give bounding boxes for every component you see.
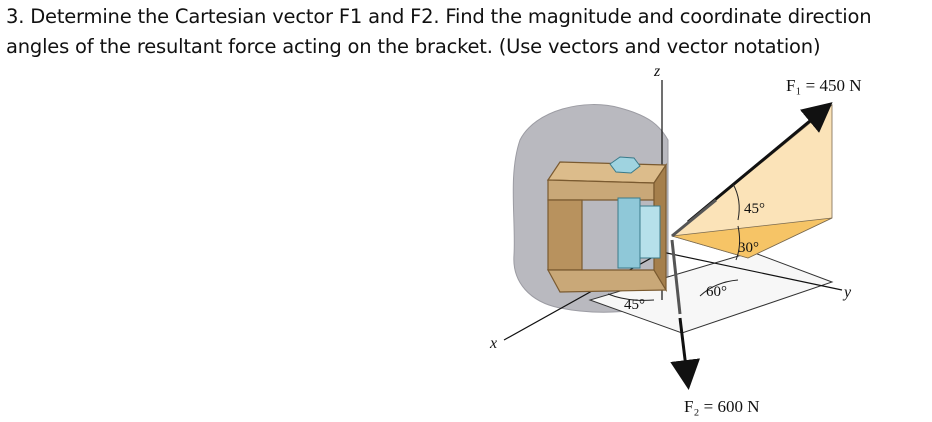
angle-arc-45-upper [732,183,740,221]
angle-60-label: 60° [706,284,727,300]
angle-arc-60 [699,279,739,297]
y-axis-label: y [842,284,852,301]
f1-cable [671,198,717,238]
angle-30-label: 30° [738,240,759,256]
angle-arc-30 [735,225,741,261]
angle-45-lower-label: 45° [624,297,645,313]
angle-45-upper-label: 45° [744,201,765,217]
f2-magnitude-label: F₂ = 600 N [684,397,760,416]
problem-statement: 3. Determine the Cartesian vector F1 and… [6,2,930,62]
angle-arc-45-lower [607,293,655,301]
bolt-shaft [617,197,641,269]
f2-cable [670,239,682,315]
x-axis-label: x [489,335,497,352]
bracket [546,156,668,293]
bolt-head [609,156,641,174]
f1-magnitude-label: F₁ = 450 N [786,76,862,95]
f2-arrow [670,317,701,390]
problem-line-2: angles of the resultant force acting on … [6,35,821,58]
y-axis-line [661,251,843,291]
z-axis-label: z [653,63,661,80]
problem-line-1: 3. Determine the Cartesian vector F1 and… [6,5,872,28]
f1-inner-plane [671,217,833,259]
ground-plane [588,251,834,334]
